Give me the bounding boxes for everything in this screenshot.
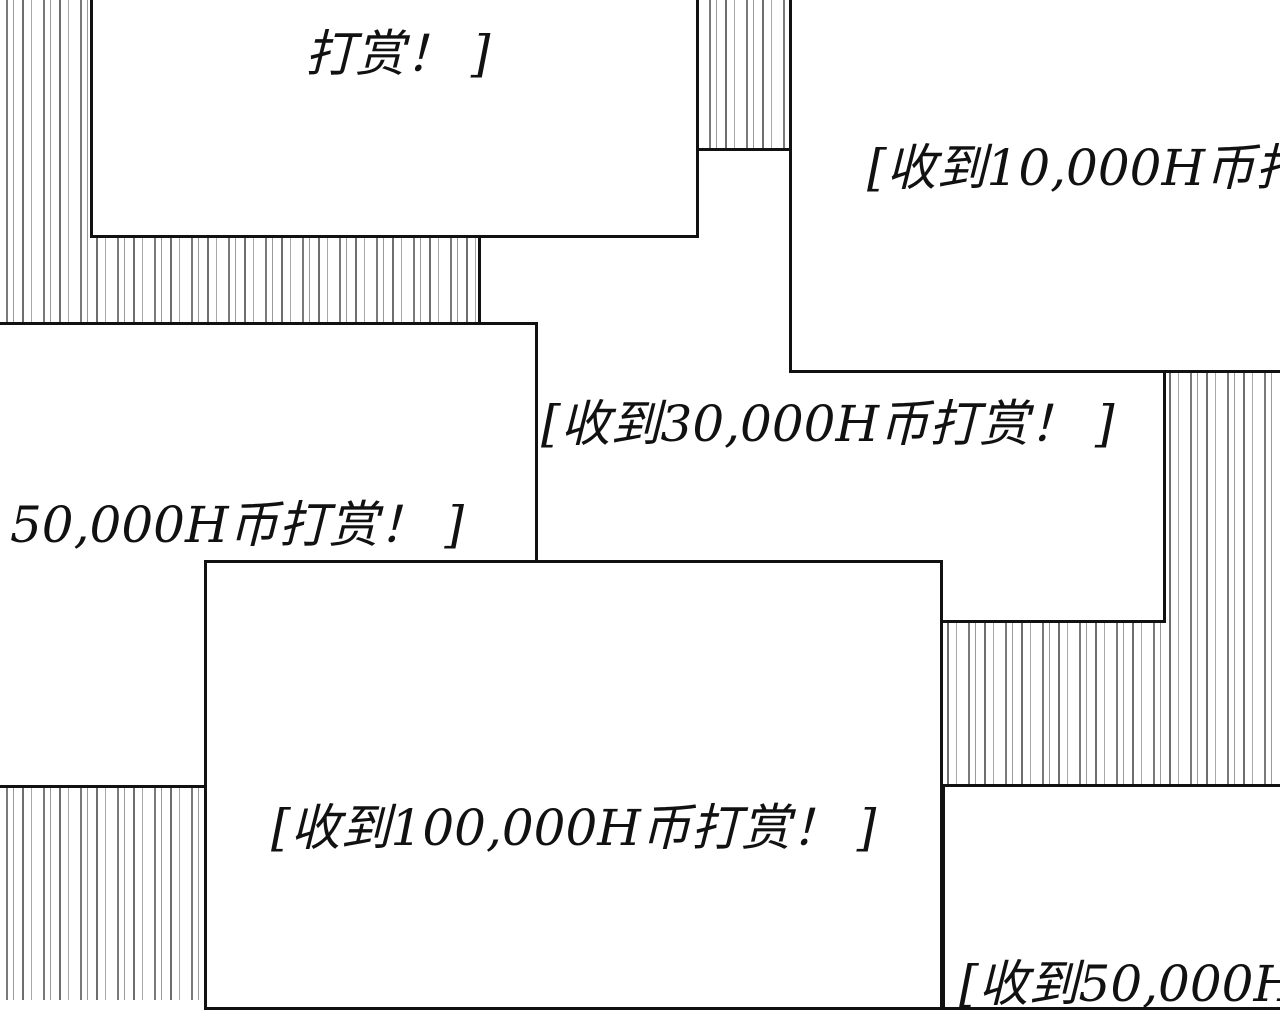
- panel-10000: [收到10,000H币打: [789, 0, 1280, 373]
- panel-50000-right: [收到50,000H: [942, 784, 1280, 1010]
- caption-100000: [收到100,000H币打赏！ ]: [271, 799, 877, 857]
- caption-10000: [收到10,000H币打: [867, 139, 1280, 197]
- caption-50000-left: 50,000H币打赏！ ]: [10, 496, 464, 554]
- panel-100000: [收到100,000H币打赏！ ]: [204, 560, 943, 1010]
- panel-top-left: 打赏！ ]: [90, 0, 699, 238]
- caption-30000: [收到30,000H币打赏！ ]: [541, 395, 1115, 453]
- caption-top-left: 打赏！ ]: [305, 25, 491, 83]
- caption-50000-right: [收到50,000H: [959, 955, 1280, 1010]
